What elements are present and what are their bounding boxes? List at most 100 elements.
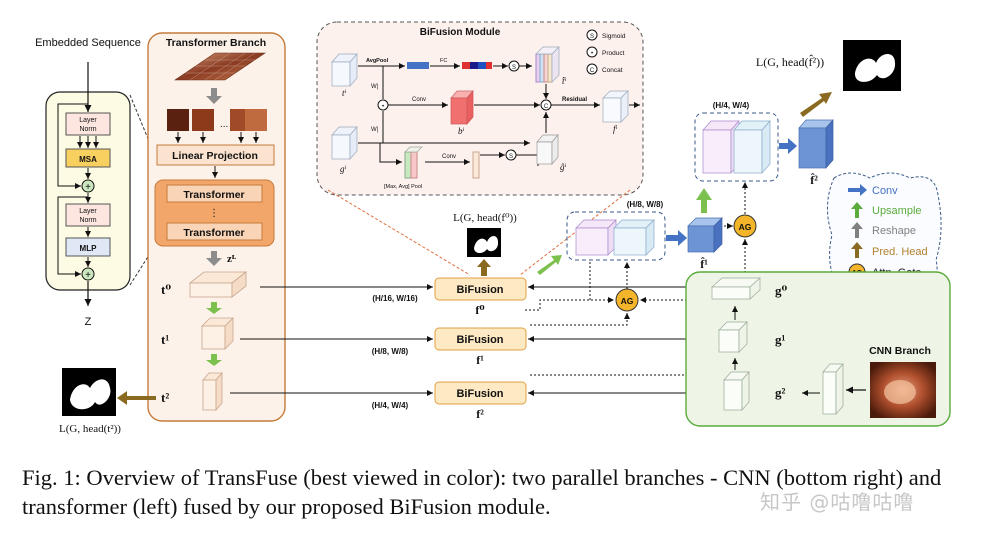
msa-block: [65, 148, 111, 168]
svg-text:Residual: Residual: [562, 97, 587, 103]
pred-head-arrow-t2: [117, 391, 156, 405]
svg-text:C: C: [590, 68, 595, 74]
svg-text:Conv: Conv: [442, 154, 456, 160]
svg-text:Norm: Norm: [79, 126, 96, 133]
svg-text:S: S: [512, 65, 516, 71]
g-hat-cube: [536, 141, 553, 165]
svg-text:⋮: ⋮: [209, 208, 219, 219]
detail-connector-right: [519, 189, 631, 276]
legend-upsample: Upsample: [872, 205, 922, 217]
svg-text:Norm: Norm: [79, 217, 96, 224]
pred-head-arrow-f0: [477, 259, 491, 276]
layer-norm-1-label: Layer: [79, 117, 97, 124]
embedded-sequence-label: Embedded Sequence: [35, 37, 141, 49]
t2-label: t²: [161, 390, 169, 405]
g2-source: [822, 371, 837, 415]
t1-feature: [201, 325, 226, 350]
f1-label: f¹: [476, 353, 484, 367]
loss-f2-label: L(G, head(f̂²)): [756, 54, 824, 69]
scale-h16: (H/16, W/16): [372, 294, 418, 303]
svg-text:...: ...: [220, 119, 228, 130]
svg-text:Layer: Layer: [79, 208, 97, 215]
patch-4: [245, 109, 267, 131]
bifusion-block-1: BiFusion f¹ (H/8, W/8): [372, 327, 527, 367]
maxavg-pool-map: [404, 151, 418, 179]
svg-text:ĝⁱ: ĝⁱ: [560, 162, 567, 172]
msa-label: MSA: [79, 155, 97, 164]
scale-h4: (H/4, W/4): [372, 401, 409, 410]
bifusion-block-0: BiFusion f⁰ (H/16, W/16): [372, 277, 527, 317]
svg-text:bⁱ: bⁱ: [458, 126, 465, 136]
g0-label: g⁰: [775, 283, 788, 298]
svg-text:•: •: [382, 104, 384, 110]
transformer-branch-title: Transformer Branch: [166, 37, 266, 49]
svg-text:+: +: [85, 270, 91, 281]
g-i-cube: [331, 134, 351, 160]
bifusion-0-label: BiFusion: [456, 284, 503, 296]
conv-arrow-2: [779, 138, 797, 154]
f-i-cube: [602, 97, 622, 123]
svg-text:•: •: [591, 51, 593, 57]
patch-mosaic: [174, 52, 266, 81]
upsample-arrow-2: [206, 354, 222, 366]
conv-arrow-1: [666, 230, 687, 246]
svg-text:C: C: [544, 104, 549, 110]
patch-1: [167, 109, 189, 131]
g0-feature: [711, 286, 751, 300]
svg-text:Conv: Conv: [412, 97, 426, 103]
transformer-block-2-label: Transformer: [183, 227, 244, 239]
reshape-arrow-bottom: [206, 251, 222, 266]
layer-norm-2: [65, 203, 111, 227]
svg-text:AvgPool: AvgPool: [366, 58, 389, 64]
svg-text:[Max, Avg] Pool: [Max, Avg] Pool: [384, 184, 422, 190]
f2-label: f²: [476, 407, 484, 421]
z-l-label: zᴸ: [227, 253, 237, 265]
b-i-cube: [450, 97, 468, 125]
scale-h8-fusion: (H/8, W/8): [627, 200, 664, 209]
t1-label: t¹: [161, 332, 169, 347]
mlp-label: MLP: [80, 244, 98, 253]
svg-text:AG: AG: [621, 296, 634, 306]
t2-feature: [202, 379, 217, 411]
patch-2: [192, 109, 214, 131]
g2-label: g²: [775, 385, 786, 400]
t0-label: t⁰: [161, 282, 171, 297]
fusion-group-1-cubes: [575, 219, 655, 256]
f-hat-1-label: f̂¹: [700, 257, 708, 271]
t-hat-cube: [535, 53, 553, 83]
svg-text:W|: W|: [371, 84, 379, 90]
g2-feature: [723, 379, 743, 411]
arrow-legend: Conv Upsample Reshape Pred. Head AG Attn…: [827, 172, 942, 290]
svg-text:tⁱ: tⁱ: [342, 88, 347, 98]
add-node-2: [81, 267, 95, 281]
transfuse-diagram: Embedded Sequence Layer Norm MSA + Layer…: [35, 21, 951, 435]
bifusion-1-label: BiFusion: [456, 334, 503, 346]
scale-h8: (H/8, W/8): [372, 347, 409, 356]
t0-feature: [189, 282, 233, 298]
t-i-cube: [331, 61, 351, 87]
add-node-1: [81, 179, 95, 193]
attention-gate-2: [733, 214, 757, 238]
svg-text:S: S: [509, 154, 513, 160]
f-hat-1-cube: [687, 217, 723, 253]
bifusion-2-label: BiFusion: [456, 388, 503, 400]
svg-text:+: +: [85, 182, 91, 193]
avgpool-vector: [407, 62, 429, 69]
transformer-block-1: [166, 184, 263, 203]
reshape-arrow-top: [206, 88, 222, 104]
upsample-arrow-fusion: [537, 255, 562, 275]
bifusion-module-title: BiFusion Module: [420, 27, 501, 38]
pred-head-arrow-fhat2: [800, 92, 832, 117]
scale-h4-fusion: (H/4, W/4): [713, 101, 750, 110]
legend-product: Product: [602, 50, 625, 57]
f0-label: f⁰: [475, 303, 484, 317]
transformer-block-2: [166, 222, 263, 241]
upsample-arrow-1: [206, 302, 222, 314]
encoder-layer-panel: Embedded Sequence Layer Norm MSA + Layer…: [35, 37, 141, 328]
layer-norm-1: [65, 112, 111, 136]
output-z-label: Z: [85, 316, 92, 328]
f-hat-2-cube: [798, 119, 834, 169]
loss-t2-label: L(G, head(t²)): [59, 423, 121, 435]
f-hat-2-label: f̂²: [810, 173, 818, 187]
cnn-branch-title: CNN Branch: [869, 345, 931, 357]
